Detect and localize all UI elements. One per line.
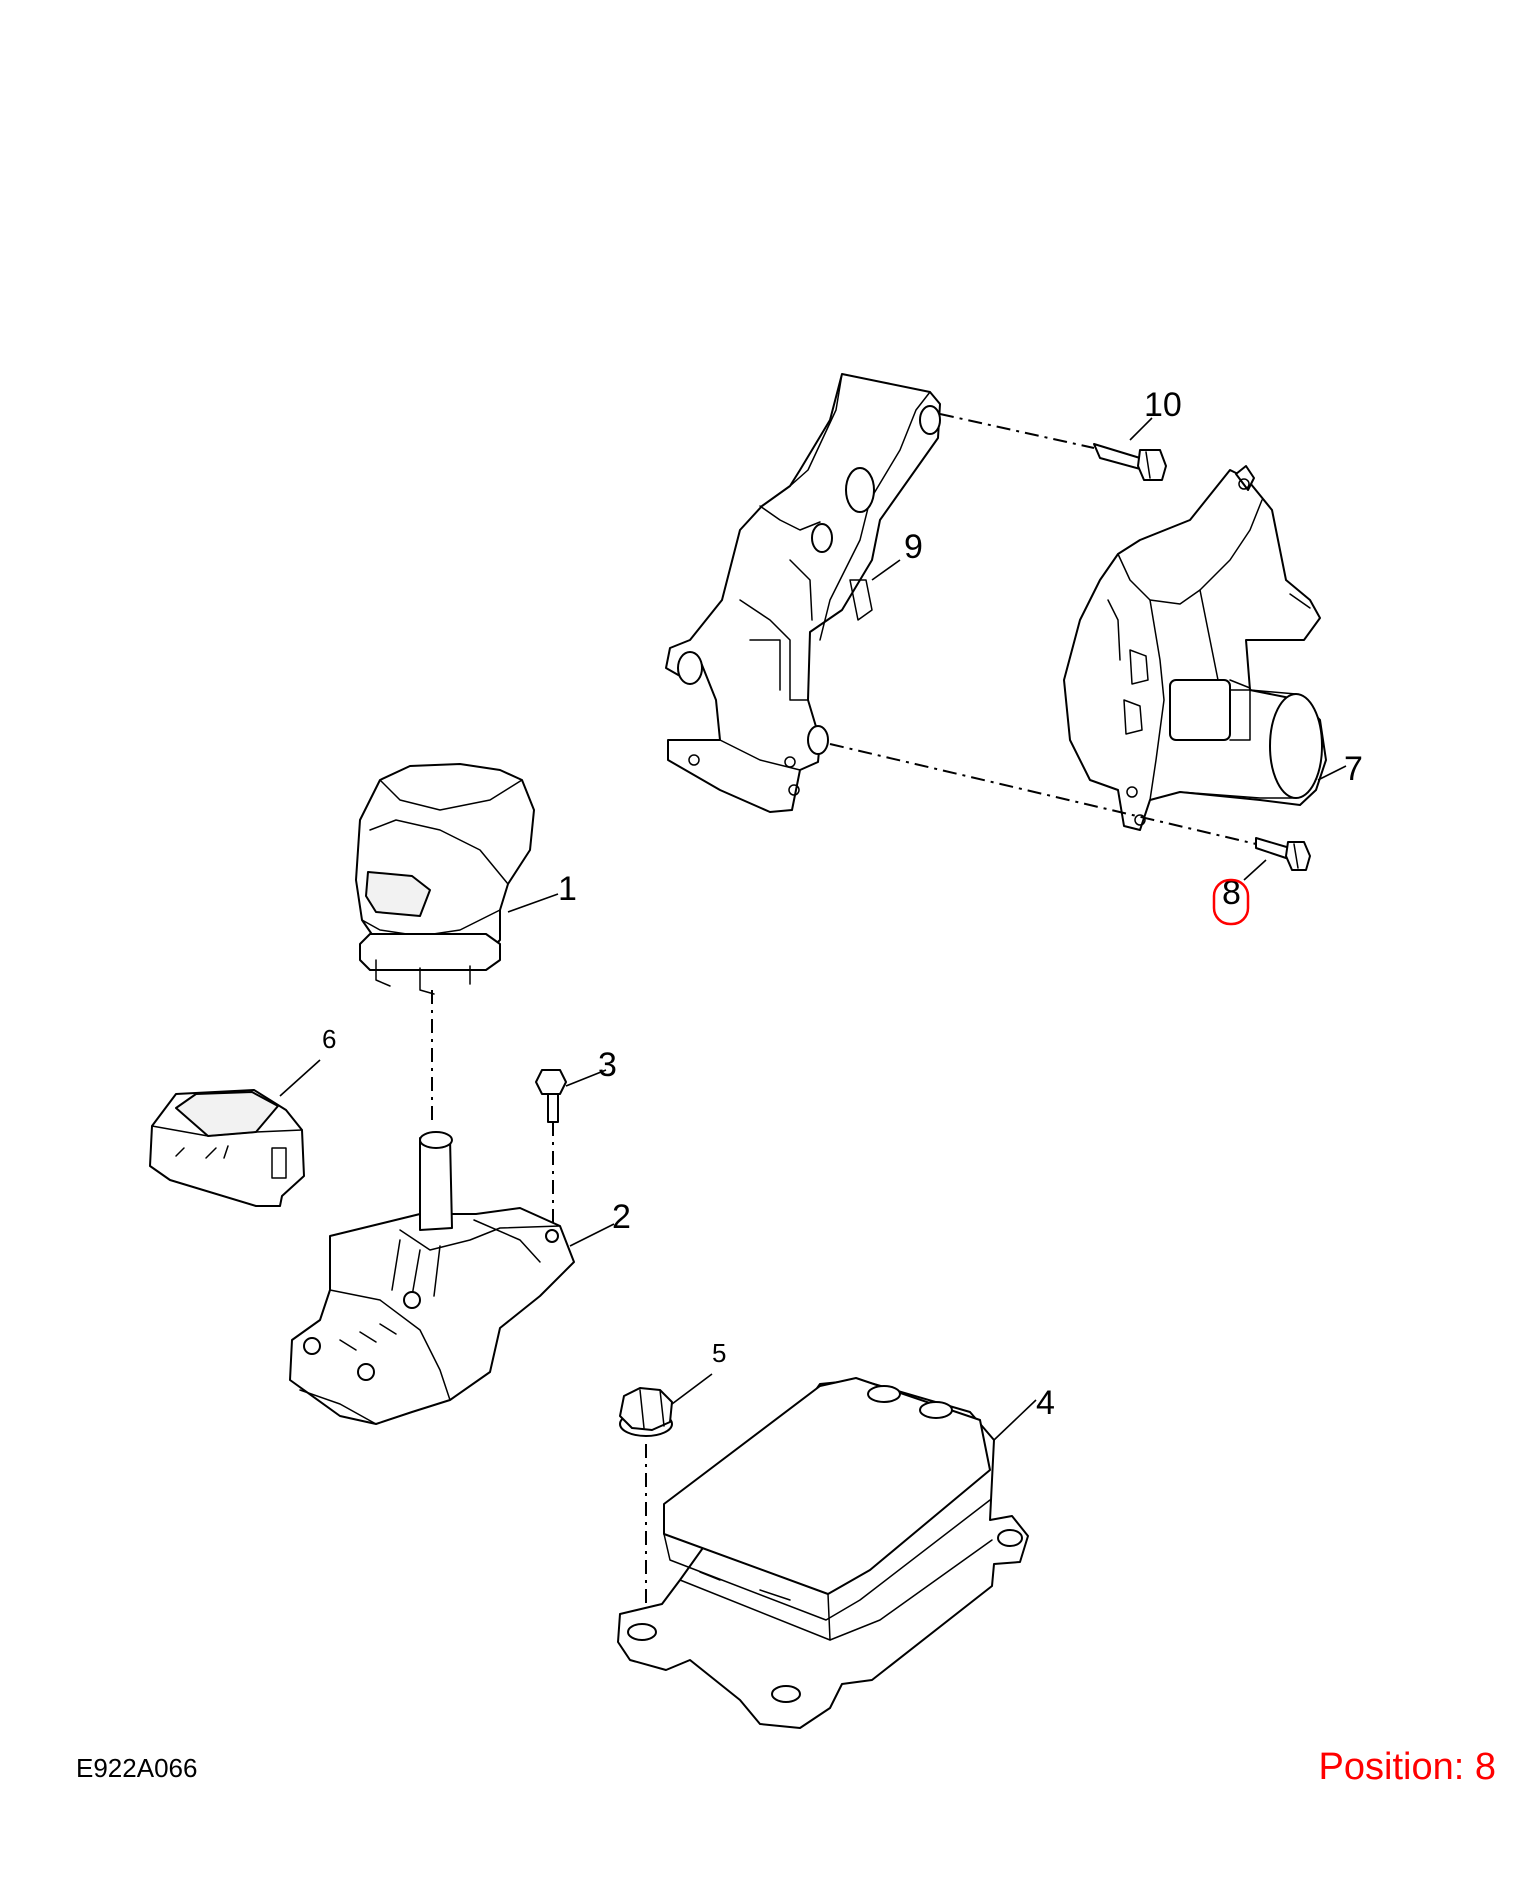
part-4-control-module[interactable] <box>617 1377 1029 1729</box>
callout-1: 1 <box>558 870 577 908</box>
callout-6: 6 <box>322 1024 336 1054</box>
part-6-switch-module[interactable] <box>149 1089 305 1207</box>
part-3-bolt[interactable] <box>535 1069 567 1123</box>
callout-5: 5 <box>712 1338 726 1368</box>
callout-2: 2 <box>612 1198 631 1236</box>
leader-9 <box>871 559 901 581</box>
part-2-gear-selector[interactable] <box>289 1131 575 1425</box>
leader-2 <box>569 1223 615 1247</box>
callout-9: 9 <box>904 528 923 566</box>
leader-3 <box>565 1069 607 1087</box>
assembly-line-10 <box>939 413 1095 449</box>
leader-1 <box>507 893 559 913</box>
leader-6 <box>279 1059 321 1097</box>
callout-4: 4 <box>1036 1384 1055 1422</box>
part-9-bracket[interactable] <box>665 373 941 813</box>
part-8-bolt[interactable] <box>1255 837 1311 871</box>
callout-8: 8 <box>1222 874 1241 912</box>
part-7-actuator[interactable] <box>1063 465 1327 831</box>
callout-3: 3 <box>598 1046 617 1084</box>
position-label: Position: 8 <box>1318 1746 1496 1788</box>
leader-4 <box>993 1399 1037 1441</box>
diagram-code: E922A066 <box>76 1753 198 1783</box>
callout-7: 7 <box>1344 750 1363 788</box>
callout-10: 10 <box>1144 386 1182 424</box>
leader-5 <box>671 1373 713 1405</box>
leader-10 <box>1129 417 1153 441</box>
leader-8 <box>1243 859 1267 881</box>
part-5-nut[interactable] <box>619 1387 673 1437</box>
part-1-shift-knob[interactable] <box>355 763 535 995</box>
part-10-bolt[interactable] <box>1093 443 1167 481</box>
position-marker <box>1212 878 1250 926</box>
leader-7 <box>1317 765 1347 781</box>
